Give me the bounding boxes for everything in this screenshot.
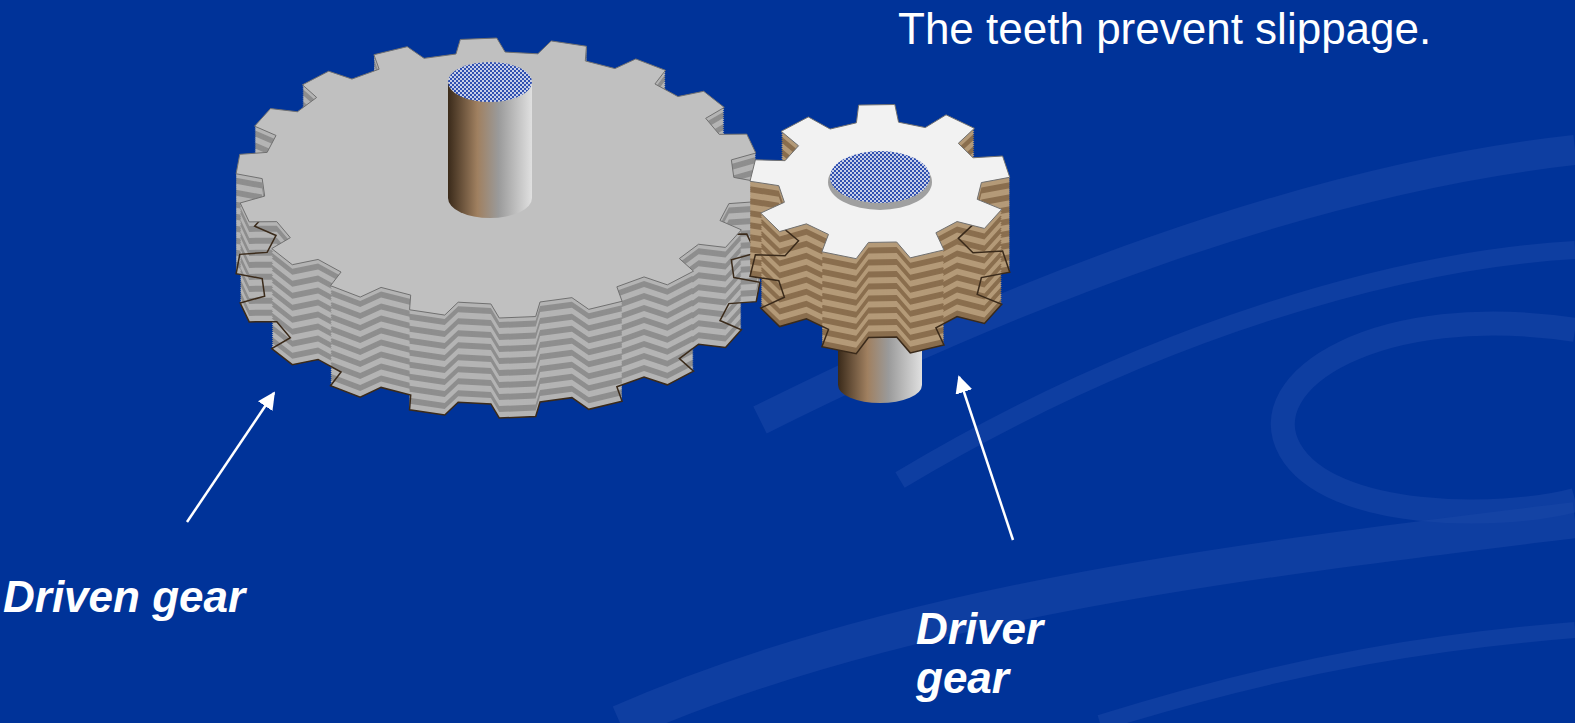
driven-hub-top <box>448 62 532 102</box>
driver-hub <box>830 151 930 203</box>
driven-hub <box>448 62 532 218</box>
leader-lines <box>187 377 1013 540</box>
driven-hub-bottom <box>448 178 532 218</box>
part-label: Driven gear <box>3 572 363 621</box>
part-label: Driver gear <box>916 604 1086 703</box>
gear-side <box>750 106 1010 260</box>
driven-gear <box>236 38 760 418</box>
note-text: The teeth prevent slippage. <box>898 4 1568 53</box>
gear-top-face <box>236 38 760 318</box>
driver-gear <box>750 105 1010 354</box>
gear-top-face <box>750 105 1010 259</box>
driver-leader <box>959 377 1013 540</box>
driven-leader <box>187 393 274 522</box>
driver-shaft-bottom <box>838 367 922 403</box>
